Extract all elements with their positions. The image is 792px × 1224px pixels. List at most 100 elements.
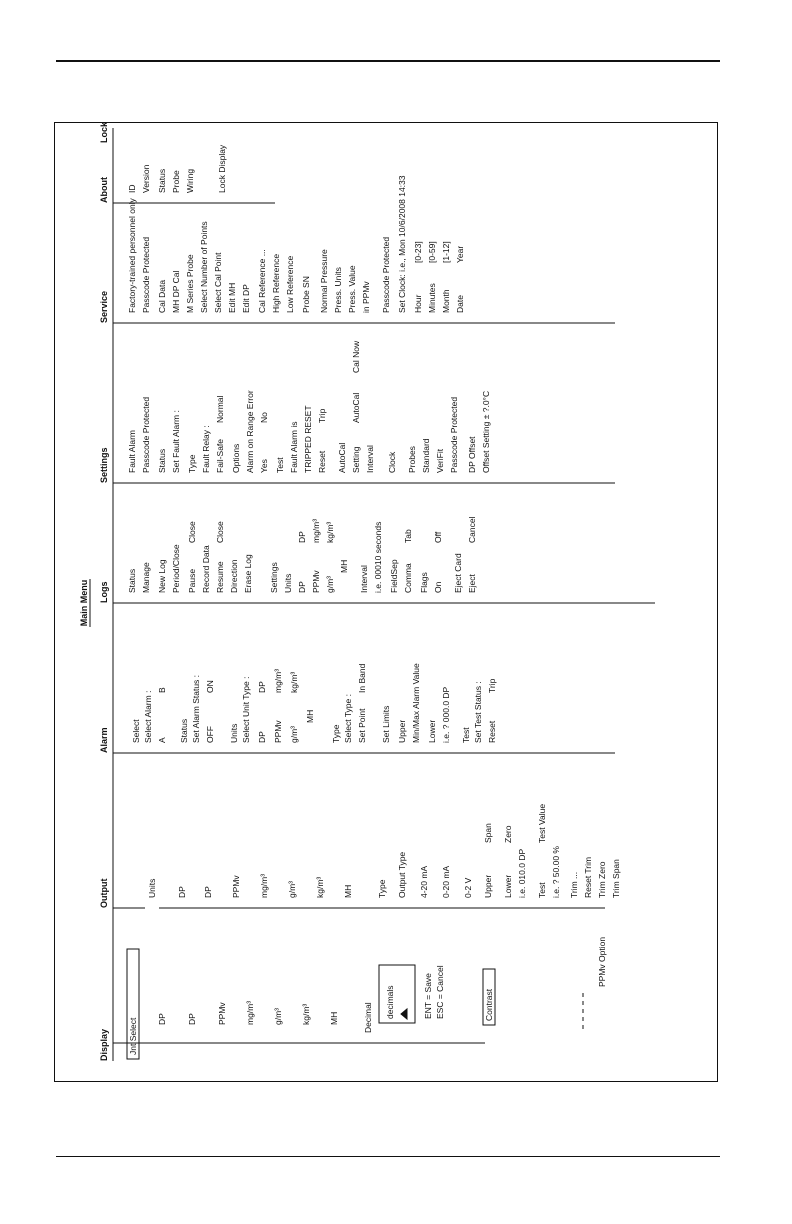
- logs-status-label: Status: [127, 569, 137, 593]
- settings-trip-label: Trip: [317, 408, 327, 423]
- output-unit: DP: [177, 886, 187, 898]
- trim-span-label: Trim Span: [611, 859, 621, 898]
- alarm-off-label: OFF: [205, 726, 215, 743]
- alarm-range-error-label: Alarm on Range Error: [245, 390, 255, 473]
- passcode-protected-4-label: Passcode Protected: [381, 237, 391, 313]
- logs-branch: Status Manage New Log Period/Close Pause…: [113, 516, 655, 604]
- alarm-unit: kg/m³: [289, 672, 299, 693]
- logs-settings-label: Settings: [269, 562, 279, 593]
- date-label: Date: [455, 295, 465, 313]
- output-unit: kg/m³: [315, 877, 325, 898]
- set-clock-label: Set Clock: i.e., Mon 10/6/2008 14:33: [397, 175, 407, 313]
- menu-map-diagram: Main Menu DisplayOutputAlarmLogsSettings…: [79, 123, 655, 1061]
- display-unit: PPMv: [217, 1002, 227, 1025]
- section-display-label: Display: [99, 1029, 109, 1061]
- section-settings-label: Settings: [99, 447, 109, 483]
- output-unit: g/m³: [287, 881, 297, 898]
- logs-unit: PPMv: [311, 570, 321, 593]
- trim-zero-label: Trim Zero: [597, 861, 607, 898]
- cal-reference-label: Cal Reference ...: [257, 249, 267, 313]
- display-unit: DP: [157, 1013, 167, 1025]
- minutes-range-label: [0-59]: [427, 241, 437, 263]
- about-status-label: Status: [157, 169, 167, 193]
- about-probe-label: Probe: [171, 170, 181, 193]
- output-unit: DP: [203, 886, 213, 898]
- alarm-status-label: Status: [179, 719, 189, 743]
- set-test-status-label: Set Test Status :: [473, 681, 483, 743]
- main-menu-title: Main Menu: [79, 580, 89, 627]
- alarm-upper-label: Upper: [397, 720, 407, 743]
- verifit-label: VeriFit: [435, 448, 445, 473]
- offset-example-label: Offset Setting ± ?.0°C: [481, 391, 491, 473]
- low-reference-label: Low Reference: [285, 256, 295, 313]
- set-alarm-status-label: Set Alarm Status :: [191, 675, 201, 743]
- standard-label: Standard: [421, 438, 431, 473]
- direction-label: Direction: [229, 559, 239, 593]
- logs-manage-label: Manage: [141, 562, 151, 593]
- footer-rule: [56, 1156, 720, 1157]
- display-branch: Jnt Select DP DP PPMv mg/m³ g/m³ kg/m³ M…: [113, 937, 607, 1060]
- span-label: Span: [483, 823, 493, 843]
- autocal-label: AutoCal: [337, 443, 347, 473]
- mh-dp-cal-label: MH DP Cal: [171, 271, 181, 313]
- high-reference-label: High Reference: [271, 254, 281, 313]
- contrast-label: Contrast: [484, 988, 494, 1021]
- display-unit: g/m³: [273, 1008, 283, 1025]
- flag-on-label: On: [433, 581, 443, 593]
- about-branch: ID Version Status Probe Wiring Lock Disp…: [113, 144, 275, 204]
- esc-cancel-label: ESC = Cancel: [435, 965, 445, 1019]
- display-unit: MH: [329, 1012, 339, 1025]
- logs-unit: kg/m³: [325, 522, 335, 543]
- section-logs-label: Logs: [99, 582, 109, 604]
- field-sep-label: FieldSep: [389, 559, 399, 593]
- alarm-type-label: Type: [331, 724, 341, 743]
- period-close-label: Period/Close: [171, 544, 181, 593]
- ent-save-label: ENT = Save: [423, 973, 433, 1019]
- display-select-label: Jnt Select: [128, 1017, 138, 1055]
- m-series-probe-label: M Series Probe: [185, 254, 195, 313]
- output-type-option: Output Type: [397, 852, 407, 898]
- settings-type-label: Type: [187, 454, 197, 473]
- alarm-b-label: B: [157, 687, 167, 693]
- close-2-label: Close: [215, 521, 225, 543]
- year-label: Year: [455, 246, 465, 263]
- no-label: No: [259, 412, 269, 423]
- set-fault-alarm-label: Set Fault Alarm :: [171, 410, 181, 473]
- ppmv-option-label: PPMv Option: [597, 937, 607, 987]
- dp-offset-label: DP Offset: [467, 436, 477, 473]
- settings-status-label: Status: [157, 449, 167, 473]
- alarm-branch: Select Select Alarm : A B Status Set Ala…: [113, 663, 615, 754]
- lower-label: Lower: [503, 875, 513, 898]
- month-range-label: [1-12]: [441, 241, 451, 263]
- output-units-label: Units: [147, 879, 157, 898]
- logs-unit: g/m³: [325, 576, 335, 593]
- section-about-label: About: [99, 177, 109, 203]
- record-data-label: Record Data: [201, 545, 211, 593]
- output-type-label: Type: [377, 879, 387, 898]
- alarm-trip-label: Trip: [487, 678, 497, 693]
- section-alarm-label: Alarm: [99, 727, 109, 753]
- about-wiring-label: Wiring: [185, 169, 195, 193]
- alarm-lower-label: Lower: [427, 720, 437, 743]
- alarm-reset-label: Reset: [487, 720, 497, 743]
- fail-safe-label: Fail-Safe: [215, 439, 225, 473]
- select-unit-type-label: Select Unit Type :: [241, 677, 251, 743]
- section-service-label: Service: [99, 291, 109, 323]
- about-id-label: ID: [127, 185, 137, 194]
- cancel-label: Cancel: [467, 516, 477, 543]
- trim-label: Trim ...: [569, 872, 579, 898]
- pressure-units-label: Press. Units: [333, 267, 343, 313]
- new-log-label: New Log: [157, 559, 167, 593]
- reset-trim-label: Reset Trim: [583, 857, 593, 898]
- cal-data-label: Cal Data: [157, 280, 167, 313]
- logs-unit: DP: [297, 581, 307, 593]
- example-alarm-dp-label: i.e. ? 000.0 DP: [441, 686, 451, 743]
- yes-label: Yes: [259, 459, 269, 473]
- alarm-unit: DP: [257, 731, 267, 743]
- alarm-units-label: Units: [229, 724, 239, 743]
- in-band-label: In Band: [357, 663, 367, 693]
- display-unit: kg/m³: [301, 1004, 311, 1025]
- cal-now-label: Cal Now: [351, 340, 361, 373]
- section-lock-label: Lock: [99, 123, 109, 143]
